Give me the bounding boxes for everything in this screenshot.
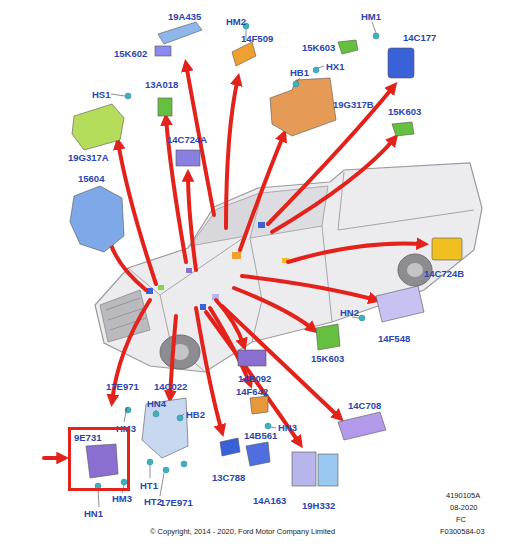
- part-number: HM3: [112, 493, 132, 504]
- part-number: 13A018: [145, 79, 178, 90]
- part-number: 19A435: [168, 11, 201, 22]
- part-number: HN2: [340, 307, 359, 318]
- part-number: 15K602: [114, 48, 147, 59]
- part-number: HT1: [140, 480, 158, 491]
- part-number: 14F548: [378, 333, 410, 344]
- part-number: 17E971: [160, 497, 193, 508]
- part-number: 14B092: [238, 373, 271, 384]
- part-number: 14C177: [403, 32, 436, 43]
- highlight-box: 9E731: [68, 427, 130, 491]
- part-number: 14A163: [253, 495, 286, 506]
- part-number: 13C788: [212, 472, 245, 483]
- part-number: 14F642: [236, 386, 268, 397]
- part-number: 9E731: [71, 430, 127, 443]
- part-number: 15K603: [302, 42, 335, 53]
- part-number: HM2: [226, 16, 246, 27]
- footer-note: FC: [456, 515, 466, 524]
- part-number: 14C724B: [424, 268, 464, 279]
- part-number: 15604: [78, 173, 104, 184]
- part-number: HN3: [278, 422, 297, 433]
- footer-note: 08-2020: [450, 503, 478, 512]
- part-number: 19H332: [302, 500, 335, 511]
- part-number: 15K603: [311, 353, 344, 364]
- footer-note: 4190105A: [446, 491, 480, 500]
- part-number: 14B561: [244, 430, 277, 441]
- footer-note: F0300584-03: [440, 527, 485, 536]
- part-number: HN1: [84, 508, 103, 519]
- part-number: 14C708: [348, 400, 381, 411]
- part-number: 14C724A: [167, 134, 207, 145]
- part-number: HS1: [92, 89, 110, 100]
- part-number: HX1: [326, 61, 344, 72]
- part-number: 19G317A: [68, 152, 109, 163]
- part-number: HT2: [144, 496, 162, 507]
- part-number: 17E971: [106, 381, 139, 392]
- part-number: HM1: [361, 11, 381, 22]
- part-number: HN4: [147, 398, 166, 409]
- part-number: 19G317B: [333, 99, 374, 110]
- part-number: 14F509: [241, 33, 273, 44]
- part-number: 14C022: [154, 381, 187, 392]
- footer-note: © Copyright, 2014 - 2020, Ford Motor Com…: [150, 527, 335, 536]
- part-number: 15K603: [388, 106, 421, 117]
- part-number: HB1: [290, 67, 309, 78]
- part-number: HB2: [186, 409, 205, 420]
